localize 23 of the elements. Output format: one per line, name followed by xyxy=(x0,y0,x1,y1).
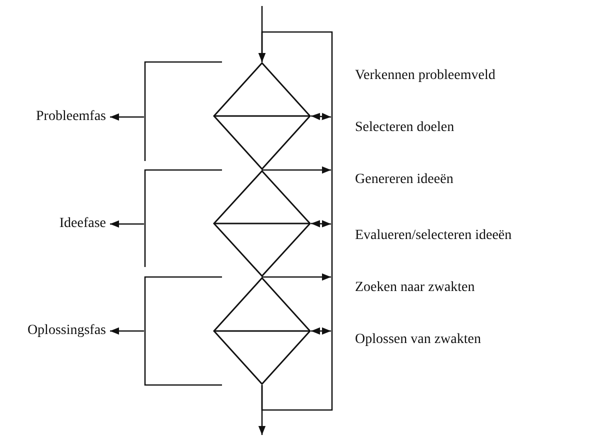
arrow xyxy=(258,31,333,411)
arrow xyxy=(311,327,331,335)
step-label: Oplossen van zwakten xyxy=(355,331,481,349)
phase-label: Oplossingsfas xyxy=(10,322,106,340)
bracket-shape xyxy=(144,169,222,267)
step-label: Verkennen probleemveld xyxy=(355,67,496,85)
arrow xyxy=(110,220,144,228)
phase-label: Probleemfas xyxy=(10,108,106,126)
arrow xyxy=(310,112,332,120)
step-label: Zoeken naar zwakten xyxy=(355,279,475,297)
arrow xyxy=(310,220,332,228)
bracket-shape xyxy=(144,276,222,386)
bracket-shape xyxy=(144,61,222,161)
arrow xyxy=(258,385,266,435)
diamond-shape xyxy=(213,277,311,385)
arrow xyxy=(110,327,144,335)
arrow xyxy=(110,113,144,121)
step-label: Selecteren doelen xyxy=(355,119,454,137)
step-label: Evalueren/selecteren ideeën xyxy=(355,227,512,245)
diamond-shape xyxy=(213,170,311,277)
step-label: Genereren ideeën xyxy=(355,171,454,189)
phase-label: Ideefase xyxy=(10,215,106,233)
diamond-shape xyxy=(213,62,311,170)
